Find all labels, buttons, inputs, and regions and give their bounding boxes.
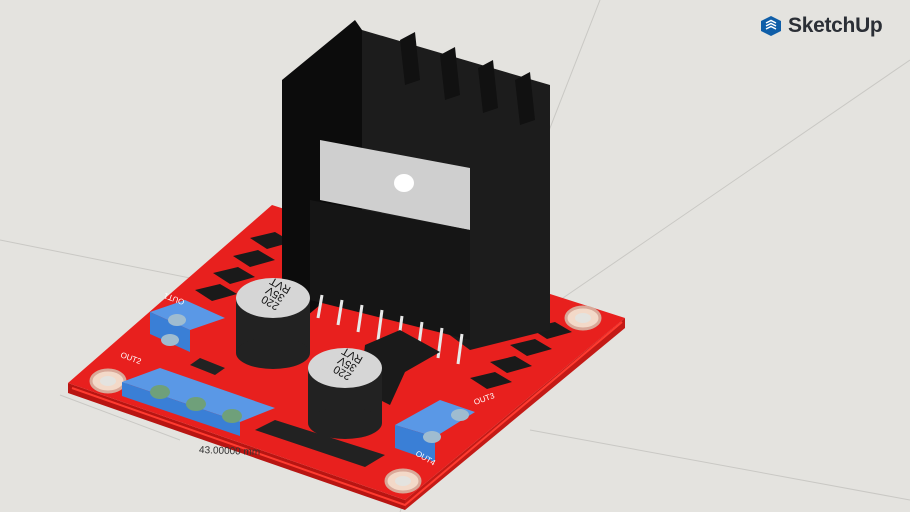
heatsink xyxy=(282,20,550,350)
terminal-block-power[interactable] xyxy=(122,368,275,436)
sketchup-logo-icon xyxy=(761,16,781,36)
capacitor-1: 220 35V RVT xyxy=(236,274,310,369)
capacitor-2: 220 35V RVT xyxy=(308,344,382,439)
dimension-label: 43.00000 mm xyxy=(198,444,261,459)
logo-text: SketchUp xyxy=(788,14,883,37)
smd-diodes xyxy=(195,232,572,389)
terminal-block-out3-out4[interactable] xyxy=(395,400,475,462)
pin-header[interactable] xyxy=(190,358,385,467)
sketchup-logo: SketchUp xyxy=(760,14,883,38)
terminal-block-out1-out2[interactable] xyxy=(150,300,225,352)
